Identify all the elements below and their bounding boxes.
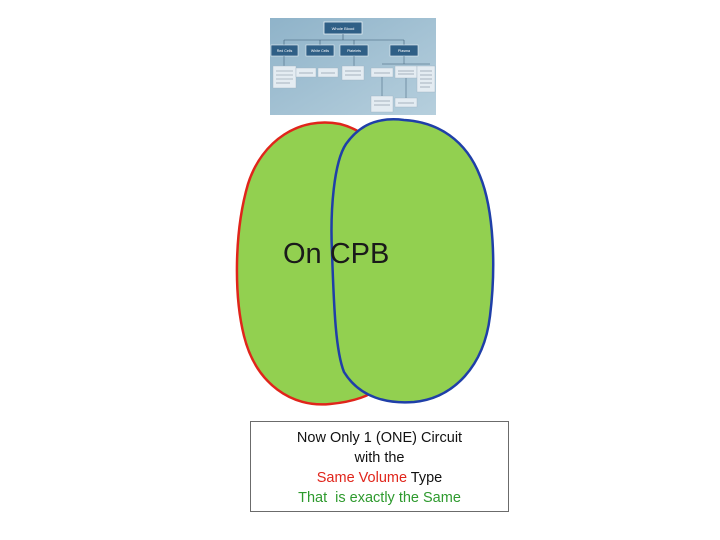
org-branch-red-cells: Red Cells <box>277 49 293 53</box>
org-branch-plasma: Plasma <box>398 49 410 53</box>
caption-line-3: Same Volume Type <box>251 468 508 488</box>
org-chart-photo: Whole Blood Red Cells White Cells Platel… <box>270 18 436 115</box>
org-branch-platelets: Platelets <box>347 49 361 53</box>
caption-box: Now Only 1 (ONE) Circuit with the Same V… <box>250 421 509 512</box>
caption-type: Type <box>407 470 443 486</box>
org-chart-image: Whole Blood Red Cells White Cells Platel… <box>270 18 436 115</box>
caption-line-2: with the <box>354 450 405 466</box>
caption-line-1: Now Only 1 (ONE) Circuit <box>296 430 463 446</box>
on-cpb-label: On CPB <box>283 238 390 270</box>
right-circuit-shape <box>330 118 495 404</box>
caption-line-4: That is exactly the Same <box>298 490 461 506</box>
org-root-label: Whole Blood <box>332 26 355 31</box>
org-branch-white-cells: White Cells <box>311 49 329 53</box>
caption-same-volume: Same Volume <box>316 470 408 486</box>
